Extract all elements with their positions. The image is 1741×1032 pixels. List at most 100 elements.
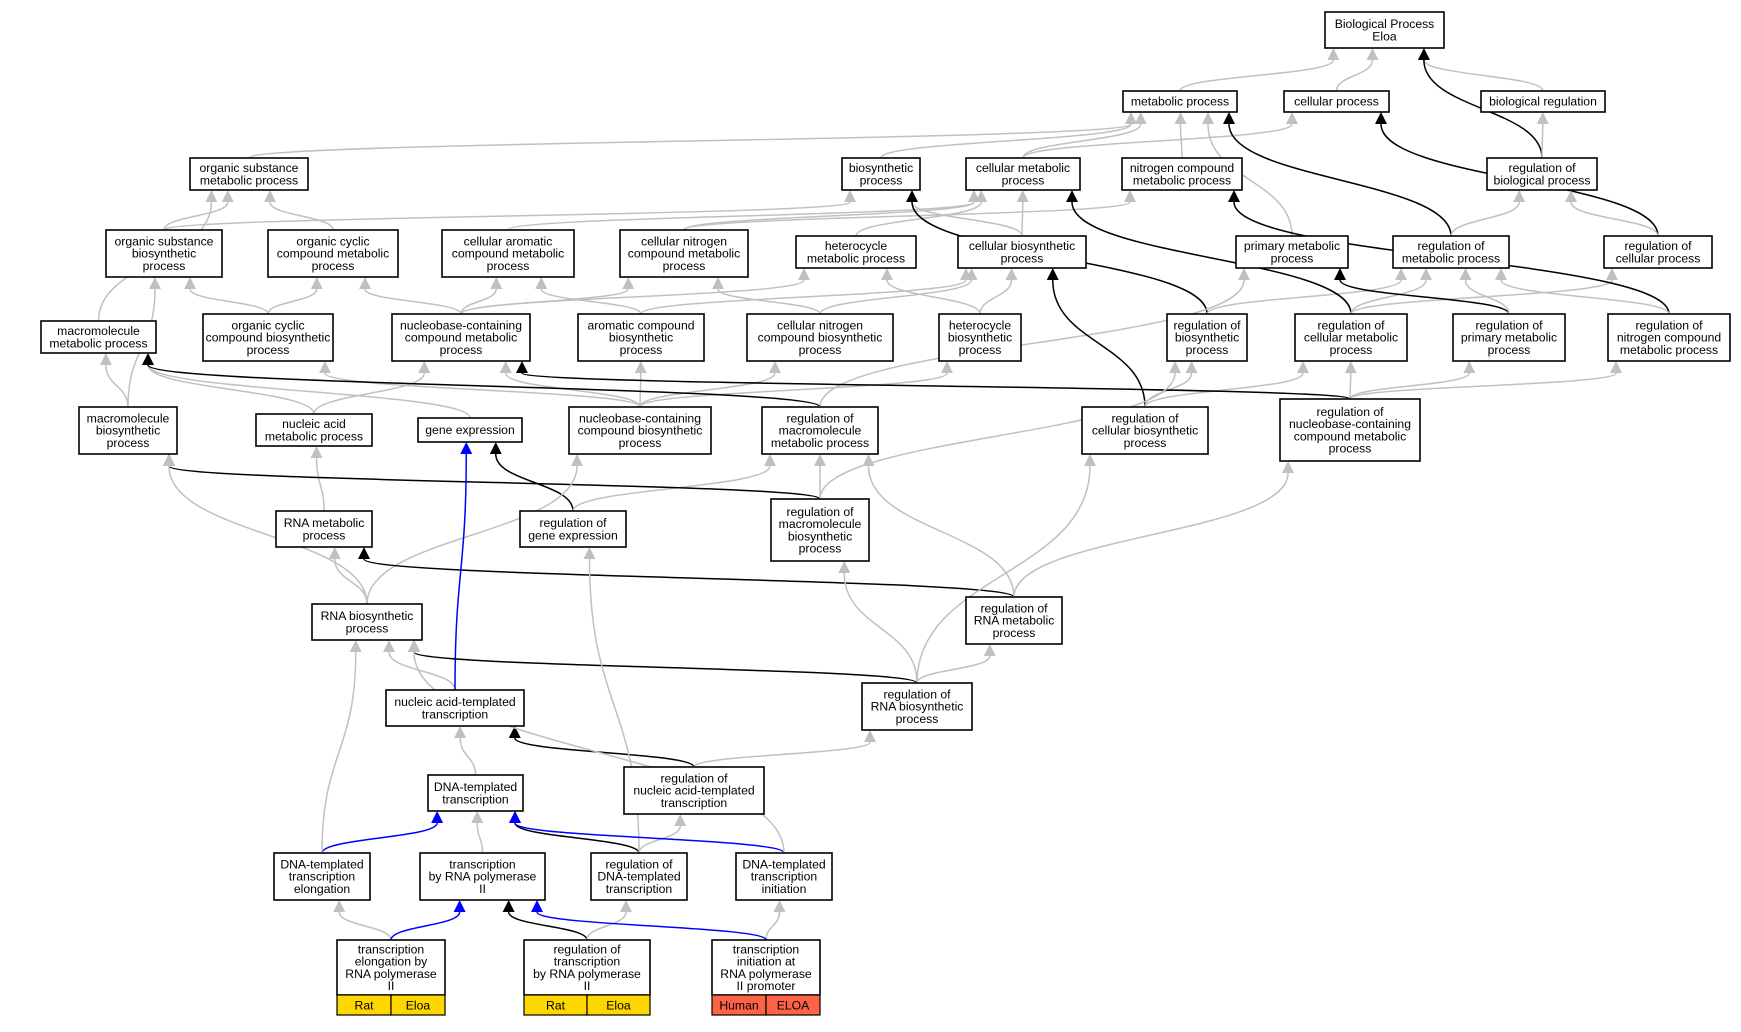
node-box <box>267 229 399 278</box>
edge-arrowhead <box>1495 268 1507 280</box>
edge-line <box>843 572 918 684</box>
edge-line <box>514 737 695 768</box>
edge-osbp-to-osmp <box>163 190 234 231</box>
node-label-line: cellular biosynthetic <box>969 239 1075 253</box>
node-label-line: by RNA polymerase <box>533 967 641 981</box>
edge-line <box>1464 279 1510 315</box>
node-label-line: regulation of <box>980 601 1048 615</box>
edge-line <box>364 288 462 315</box>
edge-namp-to-nbcmp <box>313 361 431 415</box>
edge-rmp-to-rbp <box>1450 190 1526 237</box>
edge-line <box>639 372 776 408</box>
node-label-line: Biological Process <box>1335 17 1435 31</box>
node-label-line: biosynthetic <box>609 331 673 345</box>
node-label-line: by RNA polymerase <box>429 870 537 884</box>
node-label-line: transcription <box>442 792 508 806</box>
go-term-node-rmbp[interactable]: regulation ofmacromoleculebiosyntheticpr… <box>770 498 870 562</box>
edge-line <box>476 822 484 854</box>
node-box <box>275 510 373 548</box>
edge-line <box>163 201 851 231</box>
edge-arrowhead <box>184 277 196 289</box>
go-term-node-mp[interactable]: metabolic process <box>1122 90 1238 113</box>
edge-line <box>540 288 642 315</box>
node-label-line: II <box>479 882 486 896</box>
go-term-node-rnbcmp[interactable]: regulation ofnucleobase-containingcompou… <box>1279 398 1421 462</box>
node-box <box>1392 235 1510 269</box>
edge-arrowhead <box>1297 361 1309 373</box>
edge-line <box>1541 123 1544 159</box>
node-label-line: nucleobase-containing <box>400 318 522 332</box>
edge-rrnamp-to-rmmp <box>862 454 1015 598</box>
node-box <box>385 689 525 727</box>
edge-dtte-to-rnabp <box>321 640 362 854</box>
edge-nbcbp-to-hbp <box>639 361 953 408</box>
go-term-node-cp[interactable]: cellular process <box>1283 90 1390 113</box>
node-label-line: regulation of <box>1173 318 1241 332</box>
edge-rcbp-to-cbp <box>1046 268 1146 408</box>
edge-arrowhead <box>983 644 996 656</box>
edge-arrowhead <box>906 190 918 202</box>
go-term-node-br[interactable]: biological regulation <box>1480 90 1606 113</box>
edge-arrowhead <box>460 442 473 454</box>
edge-arrowhead <box>359 277 371 289</box>
edge-arrowhead <box>1459 268 1472 280</box>
species-tag: Rat <box>523 994 588 1016</box>
edge-cncmp-to-cmp <box>683 190 980 231</box>
edge-line <box>1450 201 1520 237</box>
node-box <box>619 229 749 278</box>
edge-line <box>572 465 771 512</box>
edge-line <box>683 201 1131 231</box>
go-term-node-ge[interactable]: gene expression <box>417 417 523 443</box>
edge-natt-to-rnabp <box>383 640 456 691</box>
node-label-line: nucleobase-containing <box>579 411 701 425</box>
edge-arrowhead <box>634 361 647 373</box>
edge-hbp-to-cbp <box>979 268 1018 315</box>
edge-rmmp-to-mmp <box>142 353 821 408</box>
